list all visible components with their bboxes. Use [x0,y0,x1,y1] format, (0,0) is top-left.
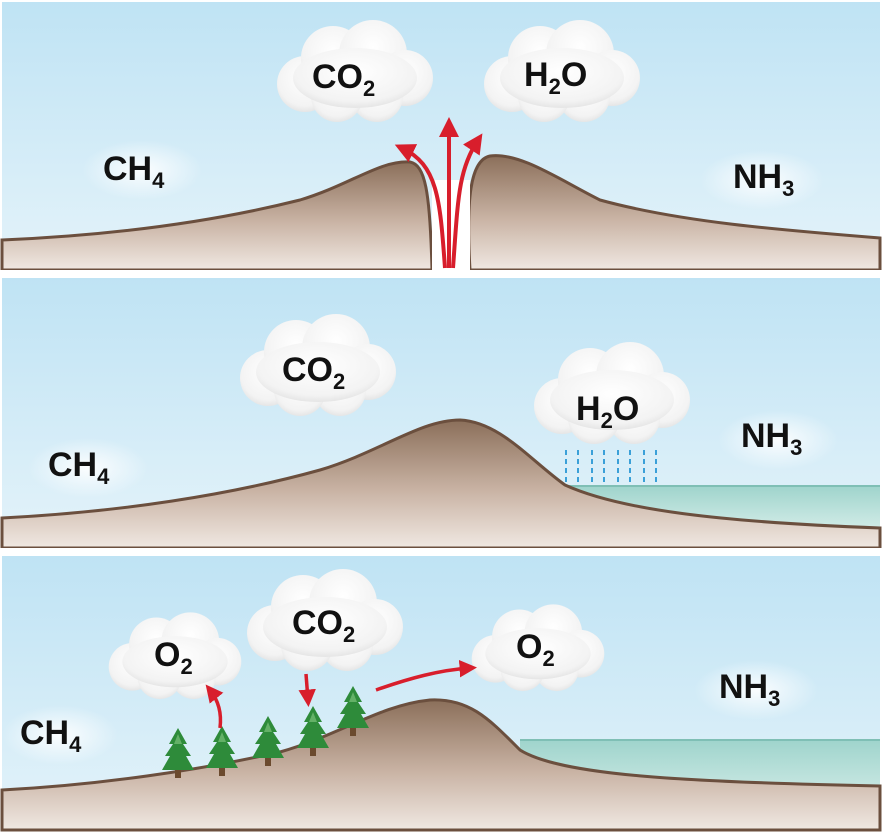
label-h2o: H2O [576,390,639,433]
haze-nh3 [694,660,818,720]
label-o2-right: O2 [516,628,555,671]
label-ch4: CH4 [103,150,165,193]
panel-2-ground [0,418,882,550]
panel-1 [0,2,882,272]
label-ch4: CH4 [20,714,82,757]
photosynthesis-arrows [205,659,477,729]
vent-arrow-right [451,133,483,269]
panel-2 [0,278,882,550]
haze-ch4 [2,705,118,765]
haze-nh3 [718,410,838,470]
label-nh3: NH3 [733,158,794,201]
label-ch4: CH4 [48,446,110,489]
arrow-tree-to-o2 [205,684,224,729]
label-co2: CO2 [312,58,375,101]
label-o2-left: O2 [154,636,193,679]
haze-ch4 [28,438,148,498]
haze-nh3 [700,150,824,210]
label-co2: CO2 [292,604,355,647]
panel-1-ground-right [467,154,882,272]
haze-ch4 [82,140,202,200]
label-co2: CO2 [282,351,345,394]
vent-arrow-left [394,144,447,269]
arrow-tree-to-o2-right [375,659,477,692]
rain [565,450,657,486]
label-nh3: NH3 [719,668,780,711]
label-nh3: NH3 [741,417,802,460]
label-h2o: H2O [524,56,587,99]
panel-1-ground [0,160,434,272]
panel-3 [0,556,882,832]
outgassing-arrows [394,117,483,269]
arrow-co2-to-tree [298,673,316,707]
